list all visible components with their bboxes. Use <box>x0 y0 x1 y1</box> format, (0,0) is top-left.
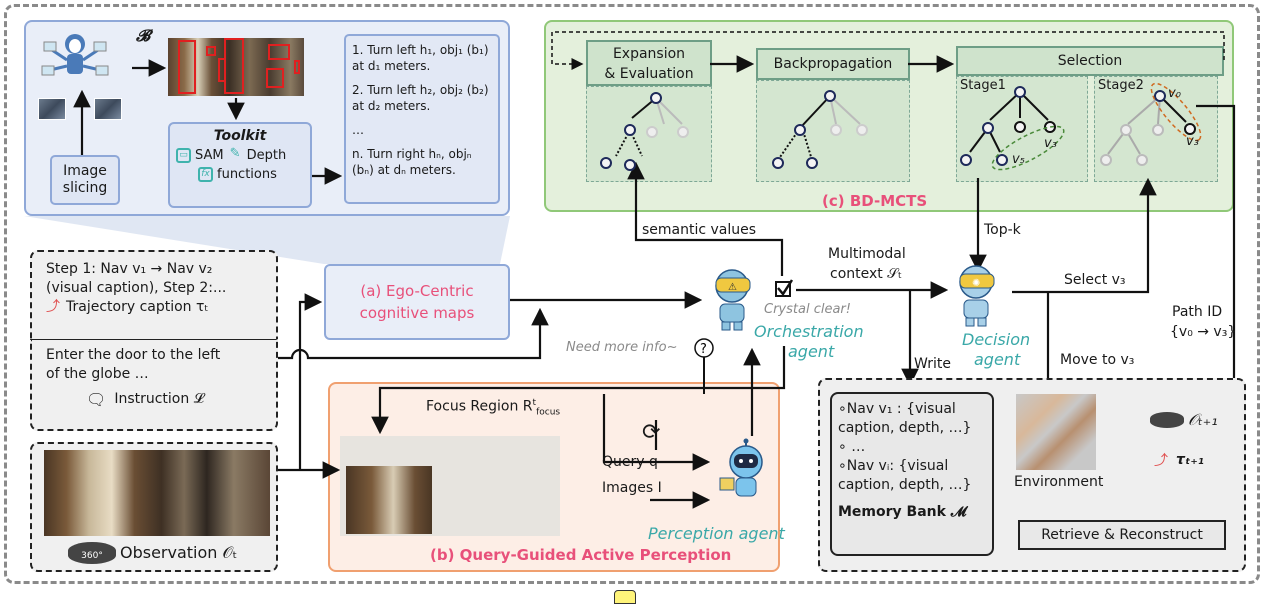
trajectory-text-1: Step 1: Nav v₁ → Nav v₂ <box>46 261 213 277</box>
memory-entry: caption, depth, …} <box>838 420 972 436</box>
perception-caption: (b) Query-Guided Active Perception <box>430 546 732 564</box>
toolkit-box: Toolkit ▭ SAM ✎ Depth fx functions <box>168 122 312 208</box>
top-k-label: Top-k <box>984 222 1021 238</box>
memory-entry: ∘ … <box>838 439 866 455</box>
memory-bank-box: ∘Nav v₁ : {visual caption, depth, …} ∘ …… <box>830 392 994 556</box>
step-ellipsis: … <box>352 123 364 137</box>
segment-icon: ▭ <box>176 148 191 163</box>
svg-text:✺: ✺ <box>972 278 980 289</box>
ego-centric-maps-box: (a) Ego-Centric cognitive maps <box>324 264 510 340</box>
chat-bubble-icon: 🗨 <box>86 390 107 409</box>
memory-entry: ∘Nav v₁ : {visual <box>838 401 956 417</box>
slicing-robot-icon <box>41 34 109 76</box>
direction-steps: 1. Turn left h₁, obj₁ (b₁) at d₁ meters.… <box>344 34 500 204</box>
move-to-label: Move to v₃ <box>1060 352 1135 368</box>
slice-thumb <box>38 98 66 120</box>
svg-text:⚠: ⚠ <box>728 282 737 293</box>
decision-label-2: agent <box>974 350 1021 369</box>
step-2: 2. Turn left h₂, obj₂ (b₂) at d₂ meters. <box>352 83 489 113</box>
toolkit-item-functions: functions <box>217 167 277 182</box>
path-id-label-1: Path ID <box>1172 304 1223 320</box>
next-observation: 𝒪ₜ₊₁ <box>1150 410 1218 430</box>
bd-mcts-panel: Expansion& Evaluation Backpropagation Se… <box>544 20 1234 212</box>
node-v3-label: v₃ <box>1044 136 1057 151</box>
environment-label: Environment <box>1014 474 1104 490</box>
focus-region-label: Focus Region Rtfocus <box>426 398 561 418</box>
perception-agent-label: Perception agent <box>648 524 785 543</box>
step-n: n. Turn right hₙ, objₙ (bₙ) at dₙ meters… <box>352 147 472 177</box>
observation-box: 360° Observation 𝒪ₜ <box>30 442 278 572</box>
slice-thumb <box>94 98 122 120</box>
multimodal-label-2: context 𝒮ₜ <box>830 266 903 282</box>
selection-header: Selection <box>956 46 1224 76</box>
trajectory-caption-box: Step 1: Nav v₁ → Nav v₂ (visual caption)… <box>30 250 278 340</box>
slicing-label-1: Image <box>63 163 107 179</box>
ego-caption-1: (a) Ego-Centric <box>360 282 474 300</box>
trajectory-text-2: (visual caption), Step 2:... <box>46 280 227 296</box>
next-trajectory: ⤴ τₜ₊₁ <box>1154 452 1204 469</box>
ruler-icon: ✎ <box>229 146 241 161</box>
decision-agent-icon: ✺ <box>959 265 995 327</box>
refresh-cycle-icon: ⟳ <box>642 420 661 445</box>
images-label: Images I <box>602 480 662 496</box>
select-v3-label: Select v₃ <box>1064 272 1126 288</box>
fx-icon: fx <box>198 167 213 182</box>
toolkit-title: Toolkit <box>213 128 267 144</box>
trajectory-icon: ⤴ <box>46 299 60 315</box>
memory-bank-title: Memory Bank 𝓜 <box>838 504 967 520</box>
camera-360-icon: 360° <box>68 542 116 564</box>
trajectory-icon: ⤴ <box>1154 453 1168 469</box>
focus-crop-image <box>346 466 432 534</box>
backprop-tree-area <box>756 80 910 182</box>
environment-map-image <box>1016 394 1096 470</box>
toolkit-item-depth: Depth <box>246 148 287 163</box>
footer-badge <box>614 590 636 604</box>
step-1: 1. Turn left h₁, obj₁ (b₁) at d₁ meters. <box>352 43 489 73</box>
retrieve-reconstruct-box: Retrieve & Reconstruct <box>1018 520 1226 550</box>
semantic-values-label: semantic values <box>642 222 757 238</box>
stage2-label: Stage2 <box>1098 78 1144 93</box>
orchestration-label-1: Orchestration <box>754 322 864 341</box>
image-slicing-box: Image slicing <box>50 155 120 205</box>
outer-frame <box>4 4 1260 584</box>
node-v3-stage2-label: v₃ <box>1186 134 1199 149</box>
expansion-tree-area <box>586 86 712 182</box>
trajectory-label: Trajectory caption τₜ <box>66 299 209 315</box>
write-label: Write <box>914 356 951 372</box>
instruction-box: Enter the door to the left of the globe … <box>30 339 278 431</box>
need-more-info-label: Need more info~ <box>566 340 678 355</box>
active-perception-panel: Focus Region Rtfocus Query q Images I ⟳ … <box>328 382 785 572</box>
instruction-label: Instruction 𝓛 <box>114 391 204 407</box>
memory-entry: caption, depth, …} <box>838 477 972 493</box>
bd-mcts-caption: (c) BD-MCTS <box>822 192 928 210</box>
bbox-symbol: 𝓑 <box>136 26 151 45</box>
toolkit-item-sam: SAM <box>195 148 224 163</box>
node-v0-label: v₀ <box>1168 86 1181 101</box>
memory-entry: ∘Nav vᵢ: {visual <box>838 458 949 474</box>
slicing-label-2: slicing <box>62 180 108 196</box>
camera-360-icon <box>1150 412 1184 428</box>
query-label: Query q <box>602 454 658 470</box>
perception-agent-icon <box>719 438 763 497</box>
orchestration-agent-icon: ⚠ <box>715 269 751 331</box>
stage1-label: Stage1 <box>960 78 1006 93</box>
instruction-text-2: of the globe … <box>46 366 149 382</box>
observation-label: Observation 𝒪ₜ <box>120 543 238 562</box>
path-id-label-2: {v₀ → v₃} <box>1170 324 1237 340</box>
observation-panorama <box>44 450 270 536</box>
decision-label-1: Decision <box>962 330 1031 349</box>
orchestration-label-2: agent <box>788 342 835 361</box>
expansion-evaluation-header: Expansion& Evaluation <box>586 40 712 86</box>
instruction-text-1: Enter the door to the left <box>46 347 221 363</box>
annotated-panorama <box>168 38 304 96</box>
crystal-clear-label: Crystal clear! <box>764 302 851 317</box>
ego-caption-2: cognitive maps <box>359 304 475 322</box>
backpropagation-header: Backpropagation <box>756 48 910 80</box>
multimodal-label-1: Multimodal <box>828 246 906 262</box>
node-v5-label: v₅ <box>1012 152 1025 167</box>
